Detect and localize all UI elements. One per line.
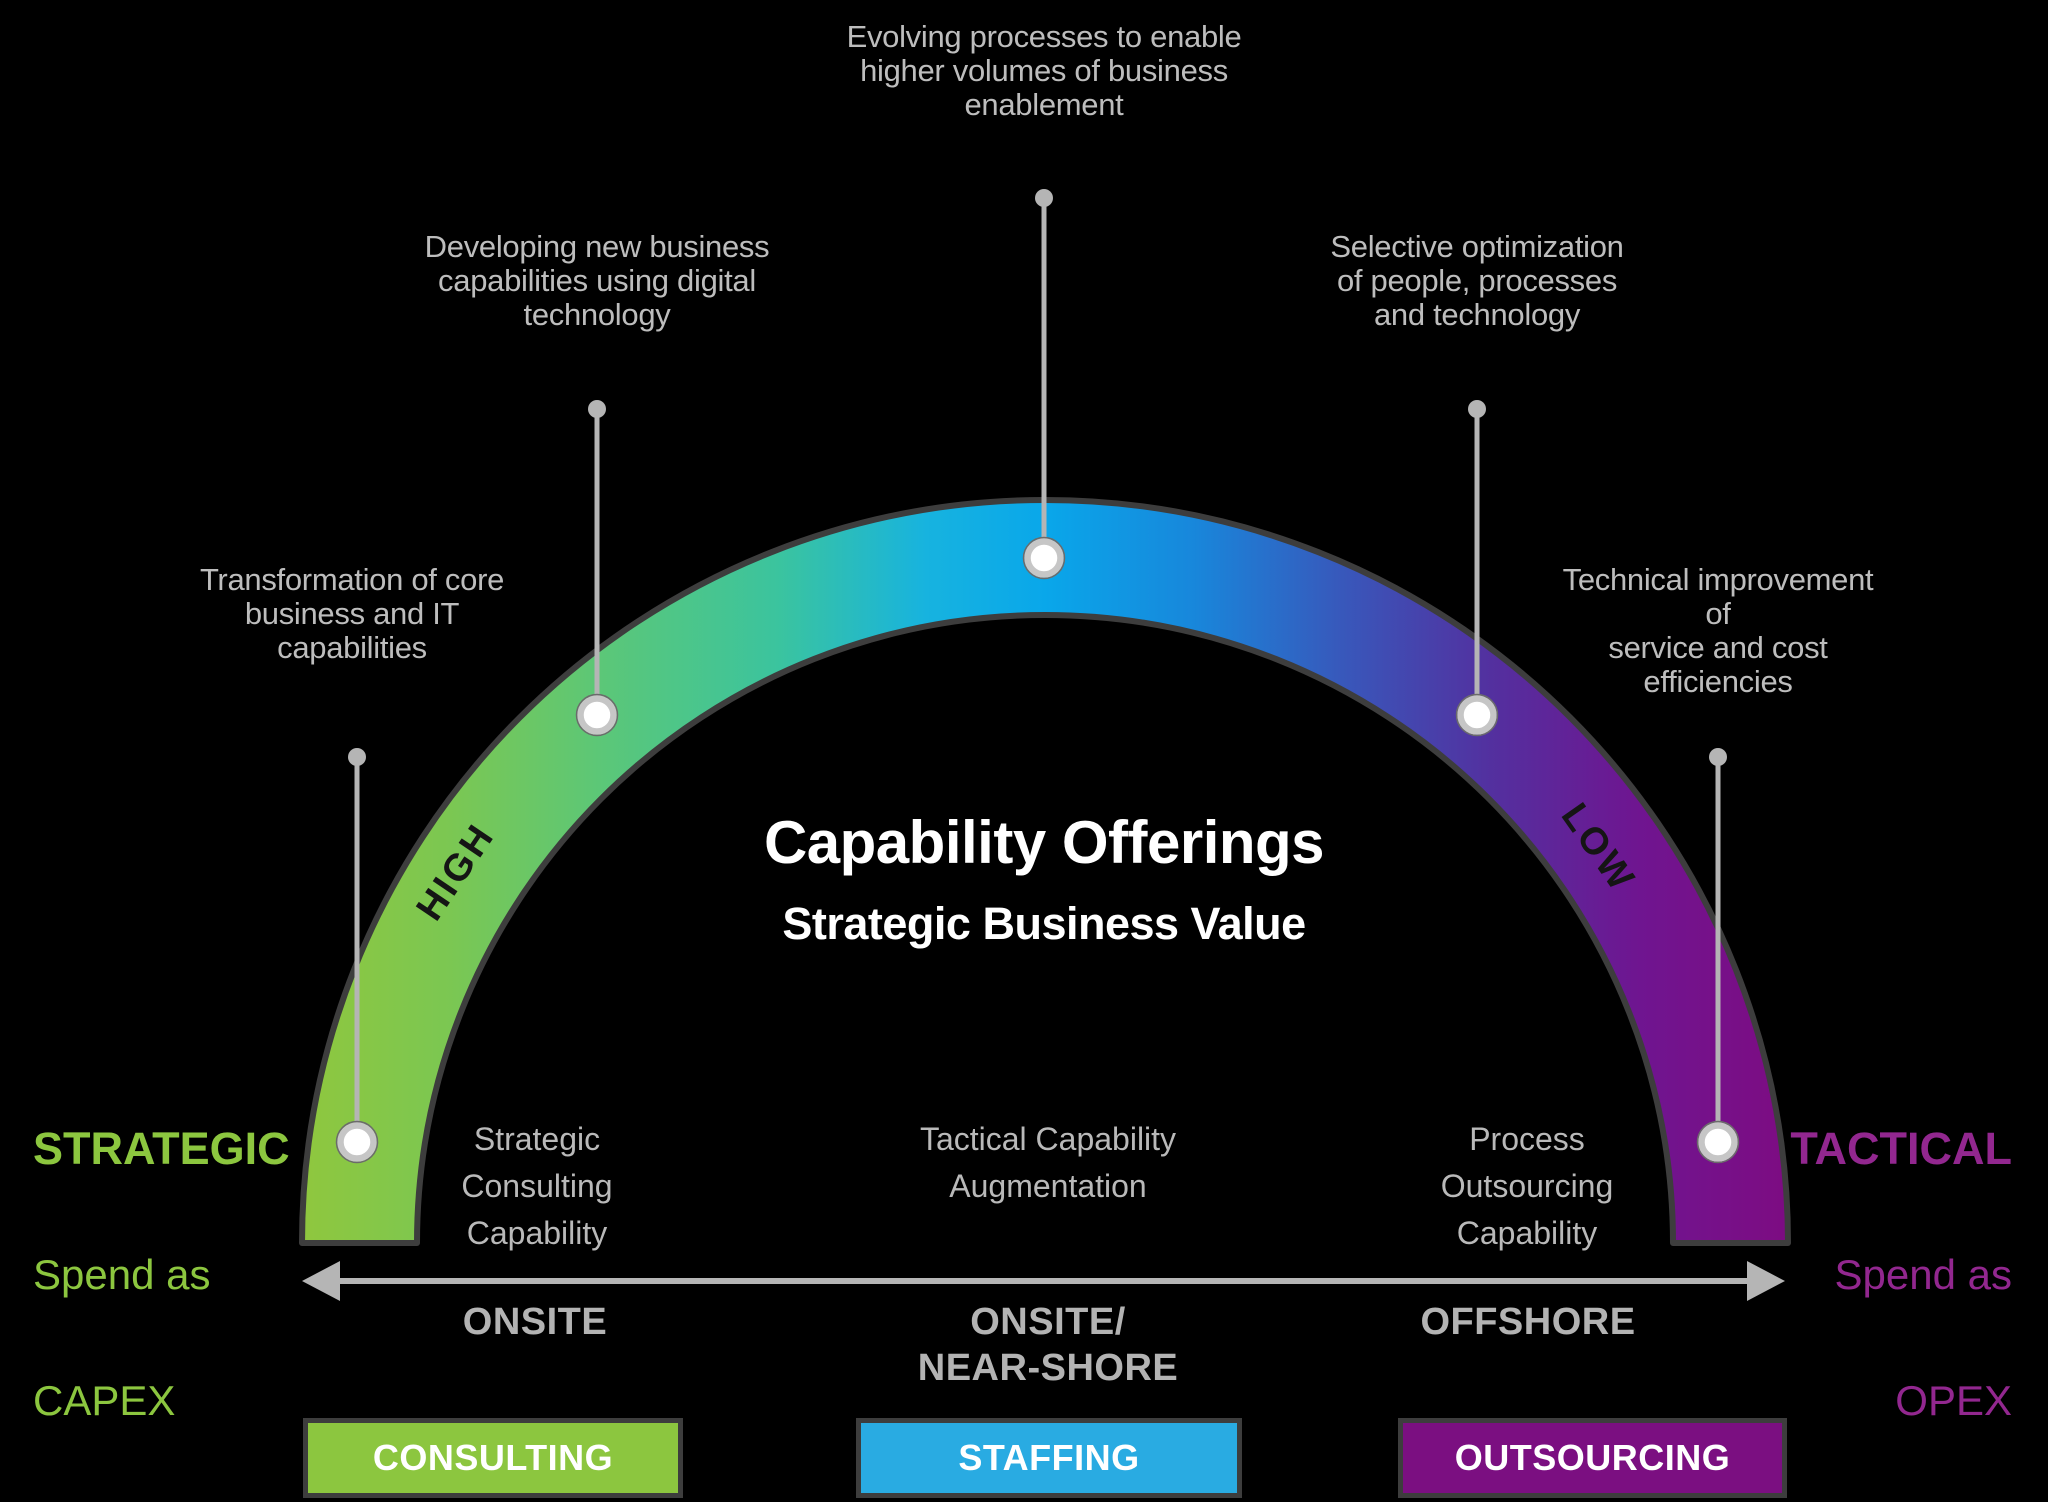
callout-upper-left: Developing new business capabilities usi… (424, 229, 770, 332)
staffing-box-label: STAFFING (958, 1437, 1140, 1478)
marker-dot-upper-right (1455, 693, 1499, 737)
outsourcing-box-label: OUTSOURCING (1454, 1437, 1731, 1478)
capability-label-consulting: Strategic Consulting Capability (461, 1121, 613, 1251)
marker-dot-left (335, 1120, 379, 1164)
strategic-spend-as: Spend as (33, 1251, 211, 1298)
marker-dot-upper-left (575, 693, 619, 737)
capability-label-outsourcing: Process Outsourcing Capability (1440, 1121, 1614, 1251)
marker-dot-top (1022, 536, 1066, 580)
end-dot-upper-left (588, 400, 606, 418)
callout-upper-right: Selective optimization of people, proces… (1330, 229, 1624, 332)
page-title: Capability Offerings (763, 809, 1325, 876)
tactical-spend-block: TACTICAL Spend as OPEX (1790, 1054, 2012, 1495)
consulting-box: CONSULTING (303, 1418, 683, 1498)
strategic-spend-block: STRATEGIC Spend as CAPEX (33, 1054, 290, 1495)
consulting-box-label: CONSULTING (372, 1437, 614, 1478)
location-label-nearshore: ONSITE/ NEAR-SHORE (917, 1301, 1179, 1389)
location-label-offshore: OFFSHORE (1420, 1301, 1636, 1343)
callout-left: Transformation of core business and IT c… (199, 562, 505, 665)
capability-label-staffing: Tactical Capability Augmentation (919, 1121, 1177, 1204)
strategic-label: STRATEGIC (33, 1123, 290, 1174)
location-label-onsite: ONSITE (462, 1301, 608, 1343)
page-subtitle: Strategic Business Value (782, 898, 1306, 949)
connector-end-dots (348, 189, 1727, 766)
tactical-label: TACTICAL (1790, 1123, 2012, 1174)
capability-arc (299, 497, 1791, 1246)
callout-right: Technical improvement of service and cos… (1562, 562, 1874, 699)
end-dot-right (1709, 748, 1727, 766)
arc-marker-dots (335, 536, 1740, 1164)
marker-dot-right (1696, 1120, 1740, 1164)
outsourcing-box: OUTSOURCING (1398, 1418, 1787, 1498)
arrow-head-right (1747, 1261, 1785, 1301)
callout-top: Evolving processes to enable higher volu… (846, 19, 1242, 122)
end-dot-upper-right (1468, 400, 1486, 418)
tactical-opex: OPEX (1895, 1377, 2012, 1424)
tactical-spend-as: Spend as (1834, 1251, 2012, 1298)
end-dot-top (1035, 189, 1053, 207)
staffing-box: STAFFING (856, 1418, 1242, 1498)
location-axis-arrow (302, 1261, 1785, 1301)
end-dot-left (348, 748, 366, 766)
arrow-head-left (302, 1261, 340, 1301)
strategic-capex: CAPEX (33, 1377, 176, 1424)
connector-lines (354, 198, 1721, 1142)
